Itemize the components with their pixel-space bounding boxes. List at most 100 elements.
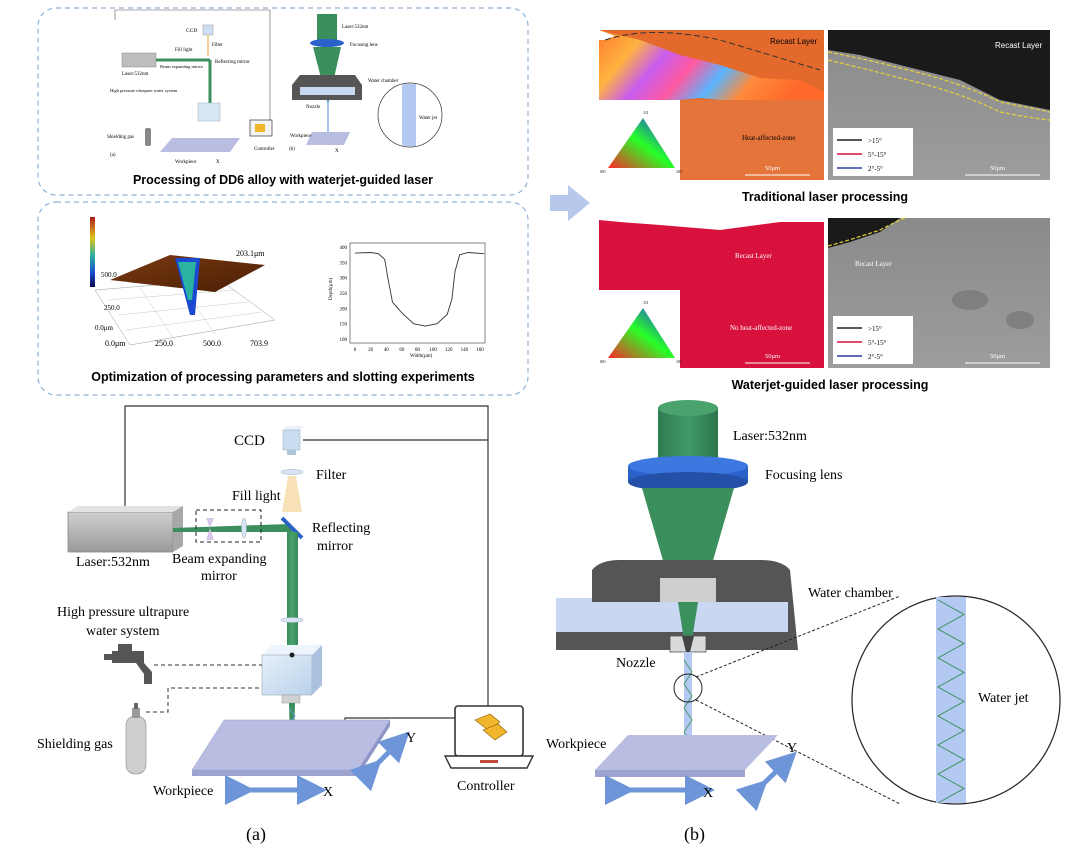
svg-text:X: X xyxy=(216,160,220,165)
laser-source xyxy=(67,511,174,553)
water-tap-icon xyxy=(104,644,152,684)
x-tick-label: 120 xyxy=(445,348,453,353)
svg-text:Laser:532nm: Laser:532nm xyxy=(76,555,150,570)
svg-text:Beam expanding: Beam expanding xyxy=(172,552,266,567)
svg-text:Controller: Controller xyxy=(254,147,275,152)
svg-text:Water chamber: Water chamber xyxy=(368,79,399,84)
svg-text:Laser:532nm: Laser:532nm xyxy=(342,25,368,30)
svg-text:CCD: CCD xyxy=(186,28,197,34)
svg-text:250.0: 250.0 xyxy=(155,339,173,348)
x-tick-label: 100 xyxy=(429,348,437,353)
x-tick-label: 160 xyxy=(476,348,484,353)
y-axis-arrow-b xyxy=(735,751,797,812)
svg-text:0.0μm: 0.0μm xyxy=(95,324,114,332)
svg-text:250.0: 250.0 xyxy=(104,304,120,312)
svg-text:Recast Layer: Recast Layer xyxy=(735,252,772,260)
reflecting-mirror xyxy=(280,516,304,540)
controller-laptop-icon xyxy=(443,705,535,769)
x-tick-label: 40 xyxy=(384,348,390,353)
waterjet-ebsd: Recast Layer No heat-affected-zone 50μm … xyxy=(599,218,824,368)
svg-text:50μm: 50μm xyxy=(765,165,780,172)
x-tick-label: 20 xyxy=(368,348,374,353)
y-tick-label: 300 xyxy=(340,277,348,282)
panel-2-border xyxy=(37,201,529,396)
traditional-caption: Traditional laser processing xyxy=(742,190,908,204)
svg-text:Y: Y xyxy=(787,741,797,756)
filter xyxy=(280,469,304,475)
surface-plot: 203.1μm 500.0 250.0 0.0μm 0.0μm 250.0 50… xyxy=(90,217,276,348)
focusing-lens xyxy=(628,456,748,476)
workpiece-a xyxy=(191,719,391,771)
svg-text:500.0: 500.0 xyxy=(101,271,117,279)
svg-text:5°-15°: 5°-15° xyxy=(868,151,887,159)
gas-cylinder-icon xyxy=(125,703,147,775)
svg-text:Workpiece: Workpiece xyxy=(290,134,312,139)
svg-text:0.0μm: 0.0μm xyxy=(105,339,126,348)
svg-text:Beam expanding mirror: Beam expanding mirror xyxy=(160,64,203,69)
svg-text:>15°: >15° xyxy=(868,137,882,145)
svg-text:mirror: mirror xyxy=(201,569,237,584)
svg-text:101: 101 xyxy=(676,359,682,364)
mini-diagram-a: CCD Filter Fill light Reflecting mirror … xyxy=(107,9,275,165)
y-tick-label: 250 xyxy=(340,292,348,297)
svg-text:Shielding gas: Shielding gas xyxy=(107,135,134,140)
fill-light-beam xyxy=(282,476,302,512)
svg-text:5°-15°: 5°-15° xyxy=(868,339,887,347)
svg-text:Width(μm): Width(μm) xyxy=(410,354,433,359)
diagram-b: Laser:532nm Focusing lens Water chamber … xyxy=(546,400,1061,845)
svg-text:001: 001 xyxy=(600,169,606,174)
svg-text:(a): (a) xyxy=(246,824,266,845)
svg-text:Laser:532nm: Laser:532nm xyxy=(733,429,807,444)
svg-text:Focusing lens: Focusing lens xyxy=(765,468,842,483)
svg-text:111: 111 xyxy=(643,300,649,305)
y-tick-label: 150 xyxy=(340,323,348,328)
svg-text:X: X xyxy=(703,786,713,801)
svg-text:Workpiece: Workpiece xyxy=(175,160,197,165)
panel-1-caption: Processing of DD6 alloy with waterjet-gu… xyxy=(133,173,433,187)
beam-expander-box xyxy=(195,509,262,543)
svg-text:High pressure ultrapure water: High pressure ultrapure water system xyxy=(110,88,178,93)
svg-text:Laser:532nm: Laser:532nm xyxy=(122,72,148,77)
svg-text:500.0: 500.0 xyxy=(203,339,221,348)
panel-1-border xyxy=(37,7,529,196)
svg-text:Nozzle: Nozzle xyxy=(306,105,321,110)
svg-text:>15°: >15° xyxy=(868,325,882,333)
svg-text:50μm: 50μm xyxy=(990,165,1005,172)
svg-text:(b): (b) xyxy=(684,824,705,845)
svg-text:Filter: Filter xyxy=(316,468,347,483)
laser-beam-vertical xyxy=(287,532,298,650)
svg-text:Fill light: Fill light xyxy=(232,489,281,504)
svg-text:50μm: 50μm xyxy=(990,353,1005,360)
svg-text:Heat-affected-zone: Heat-affected-zone xyxy=(742,134,796,142)
svg-text:703.9: 703.9 xyxy=(250,339,268,348)
y-tick-label: 350 xyxy=(340,261,348,266)
svg-text:CCD: CCD xyxy=(234,433,265,449)
svg-text:Water chamber: Water chamber xyxy=(808,586,893,601)
svg-text:Filter: Filter xyxy=(212,43,223,48)
svg-text:50μm: 50μm xyxy=(765,353,780,360)
svg-text:111: 111 xyxy=(643,110,649,115)
svg-text:Recast Layer: Recast Layer xyxy=(995,41,1042,50)
svg-text:Workpiece: Workpiece xyxy=(153,784,213,799)
svg-text:Reflecting mirror: Reflecting mirror xyxy=(215,60,250,65)
panel-2-caption: Optimization of processing parameters an… xyxy=(91,370,474,384)
svg-text:203.1μm: 203.1μm xyxy=(236,249,265,258)
traditional-ebsd: Recast Layer Heat-affected-zone 50μm 111… xyxy=(599,30,824,180)
control-wire xyxy=(124,405,489,710)
svg-text:2°-5°: 2°-5° xyxy=(868,353,883,361)
profile-curve xyxy=(354,252,484,327)
svg-text:101: 101 xyxy=(676,169,682,174)
mini-diagram-b: (b) Laser:532nm Focusing lens Water cham… xyxy=(289,14,443,154)
svg-text:Recast Layer: Recast Layer xyxy=(770,37,817,46)
svg-text:Y: Y xyxy=(406,731,416,746)
svg-text:Focusing lens: Focusing lens xyxy=(350,43,378,48)
svg-text:Workpiece: Workpiece xyxy=(546,737,606,752)
svg-text:X: X xyxy=(323,785,333,800)
waterjet-caption: Waterjet-guided laser processing xyxy=(732,378,929,392)
svg-text:water system: water system xyxy=(86,624,160,639)
y-tick-label: 100 xyxy=(340,338,348,343)
svg-text:No heat-affected-zone: No heat-affected-zone xyxy=(730,324,792,332)
y-tick-label: 200 xyxy=(340,307,348,312)
svg-text:X: X xyxy=(335,149,339,154)
diagram-a: CCD Filter Fill light Reflecting mirror … xyxy=(37,405,535,845)
